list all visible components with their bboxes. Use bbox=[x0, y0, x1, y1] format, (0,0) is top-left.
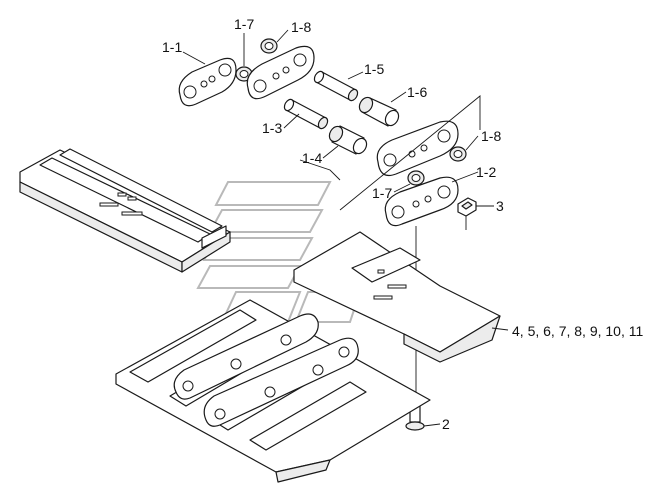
callout-3: 3 bbox=[496, 198, 504, 214]
callout-1-2: 1-2 bbox=[476, 164, 496, 180]
bushing-1-7-top bbox=[235, 66, 253, 82]
pin-1-3 bbox=[283, 98, 329, 130]
track-link-1-8 bbox=[246, 45, 315, 100]
track-shoe-right bbox=[293, 231, 501, 363]
callout-leader-lines bbox=[182, 29, 509, 427]
bushing-1-4 bbox=[328, 125, 368, 155]
bushing-1-6 bbox=[358, 96, 400, 127]
callout-1-5: 1-5 bbox=[364, 61, 384, 77]
callout-1-7-top: 1-7 bbox=[234, 16, 254, 32]
track-link-right bbox=[376, 120, 459, 177]
track-link-1-1 bbox=[178, 57, 237, 107]
callout-4-11: 4, 5, 6, 7, 8, 9, 10, 11 bbox=[512, 323, 643, 339]
callout-1-6: 1-6 bbox=[407, 84, 427, 100]
seal-1-8-right bbox=[449, 146, 467, 162]
callout-1-1: 1-1 bbox=[162, 39, 182, 55]
track-link-1-2 bbox=[384, 176, 459, 227]
seal-1-8-top bbox=[260, 38, 278, 54]
callout-1-3: 1-3 bbox=[262, 120, 282, 136]
pin-1-5 bbox=[313, 70, 359, 102]
callout-1-4: 1-4 bbox=[302, 150, 322, 166]
callout-2: 2 bbox=[442, 416, 450, 432]
callout-labels: 1-1 1-7 1-8 1-5 1-6 1-3 1-4 1-8 1-2 1-7 … bbox=[162, 16, 643, 432]
assembled-track-chain bbox=[115, 299, 431, 483]
track-shoe-top-left bbox=[19, 148, 231, 273]
callout-1-7-mid: 1-7 bbox=[372, 185, 392, 201]
callout-1-8-top: 1-8 bbox=[291, 19, 311, 35]
callout-1-8-right: 1-8 bbox=[481, 128, 501, 144]
nut-3 bbox=[457, 197, 477, 217]
bushing-1-7-mid bbox=[407, 170, 425, 186]
